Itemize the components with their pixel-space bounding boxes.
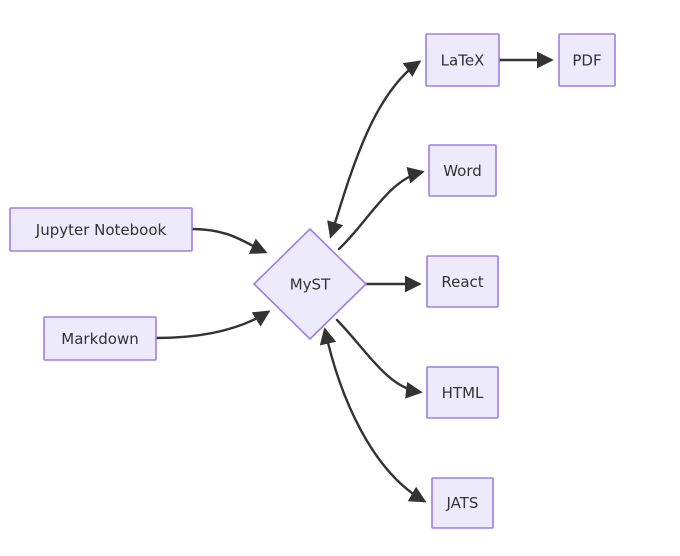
node-pdf[interactable]: PDF [558,33,616,87]
node-react-box[interactable] [426,255,499,308]
node-jats-label: JATS [446,494,479,512]
node-markdown-label: Markdown [61,330,138,348]
node-markdown-box[interactable] [43,316,157,361]
node-react-label: React [441,273,483,291]
node-html[interactable]: HTML [426,366,499,419]
node-latex[interactable]: LaTeX [425,33,500,87]
edge-myst-to-latex [327,60,422,239]
edge-markdown-to-myst [154,310,271,340]
edge-myst-to-html [335,318,423,399]
node-word-box[interactable] [428,144,497,197]
edge-layer [154,51,554,503]
node-pdf-box[interactable] [558,33,616,87]
node-word-label: Word [443,162,482,180]
node-jupyter-notebook-box[interactable] [9,207,193,252]
node-latex-box[interactable] [425,33,500,87]
node-html-label: HTML [442,384,484,402]
node-word[interactable]: Word [428,144,497,197]
node-myst-diamond[interactable] [252,227,368,341]
node-jats-box[interactable] [431,477,494,529]
node-react[interactable]: React [426,255,499,308]
node-latex-label: LaTeX [441,52,485,70]
node-jupyter-notebook-label: Jupyter Notebook [35,221,167,239]
node-jats[interactable]: JATS [431,477,494,529]
node-myst-label: MyST [290,276,331,294]
node-markdown[interactable]: Markdown [43,316,157,361]
edge-myst-to-jats [319,327,427,503]
edge-myst-to-word [337,167,425,251]
node-pdf-label: PDF [572,52,601,70]
node-myst[interactable]: MyST [252,227,368,341]
node-html-box[interactable] [426,366,499,419]
edge-jupyter-to-myst [190,227,268,254]
node-jupyter-notebook[interactable]: Jupyter Notebook [9,207,193,252]
node-layer: Jupyter Notebook Markdown MyST LaTeX PDF [9,33,616,529]
